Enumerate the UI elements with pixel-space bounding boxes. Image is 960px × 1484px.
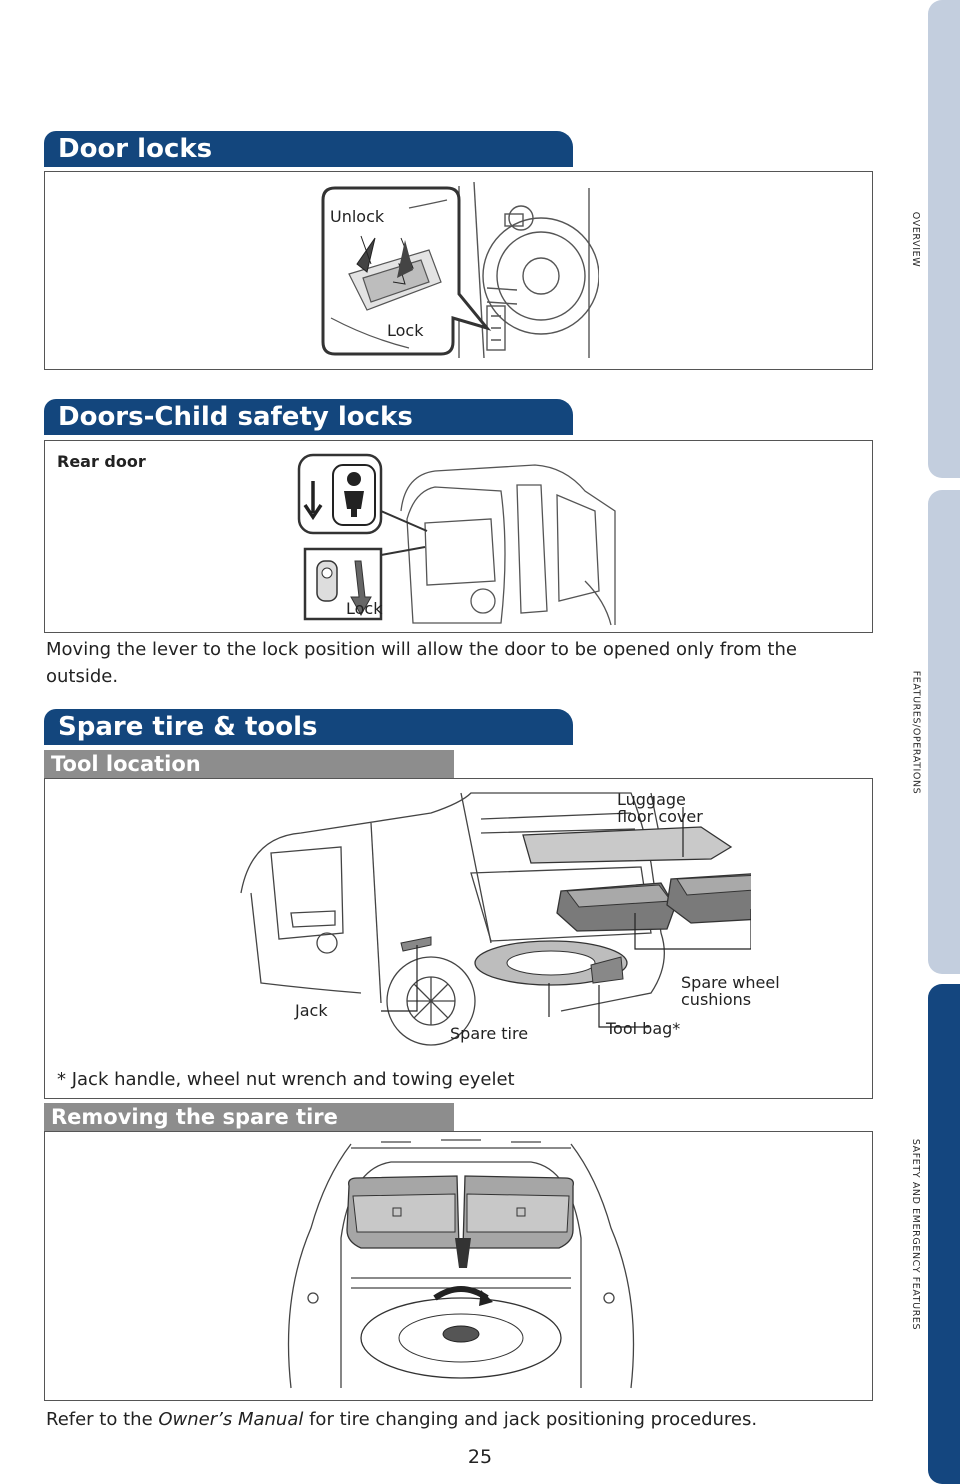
refer-manual-note: Refer to the Owner’s Manual for tire cha…	[46, 1409, 758, 1430]
spare-tire-label: Spare tire	[450, 1024, 529, 1043]
tool-location-footnote: * Jack handle, wheel nut wrench and towi…	[57, 1069, 515, 1090]
tool-location-illustration	[240, 792, 751, 1046]
jack-label: Jack	[295, 1001, 328, 1020]
luggage-floor-cover-label: Luggage floor cover	[617, 790, 703, 826]
side-label-overview: OVERVIEW	[910, 211, 922, 267]
owners-manual-ref: Owner’s Manual	[158, 1409, 304, 1430]
side-label-safety: SAFETY AND EMERGENCY FEATURES	[910, 1138, 922, 1330]
child-locks-panel: Rear door Lock	[44, 440, 873, 633]
removing-spare-subheading: Removing the spare tire	[44, 1103, 454, 1131]
side-tab-safety[interactable]	[928, 984, 960, 1484]
side-tab-features[interactable]	[928, 490, 960, 974]
spare-wheel-cushions-label: Spare wheel cushions	[681, 973, 780, 1009]
removing-spare-panel	[44, 1131, 873, 1401]
side-label-features: FEATURES/OPERATIONS	[910, 670, 922, 794]
removing-spare-illustration	[287, 1139, 635, 1389]
unlock-label: Unlock	[330, 207, 385, 226]
side-tab-overview[interactable]	[928, 0, 960, 478]
door-locks-heading: Door locks	[44, 131, 573, 167]
page-number: 25	[467, 1446, 493, 1468]
lock-label: Lock	[387, 321, 424, 340]
child-lock-illustration	[297, 453, 616, 626]
child-locks-note: Moving the lever to the lock position wi…	[46, 639, 797, 687]
door-lock-switch-illustration	[321, 181, 599, 359]
child-lock-label: Lock	[346, 599, 383, 618]
child-locks-heading: Doors-Child safety locks	[44, 399, 573, 435]
tool-bag-label: Tool bag*	[606, 1019, 681, 1038]
rear-door-label: Rear door	[57, 452, 146, 471]
tool-location-subheading: Tool location	[44, 750, 454, 778]
door-locks-panel: Unlock Lock	[44, 171, 873, 370]
tool-location-panel: Luggage floor cover Spare wheel cushions…	[44, 778, 873, 1099]
spare-tire-heading: Spare tire & tools	[44, 709, 573, 745]
